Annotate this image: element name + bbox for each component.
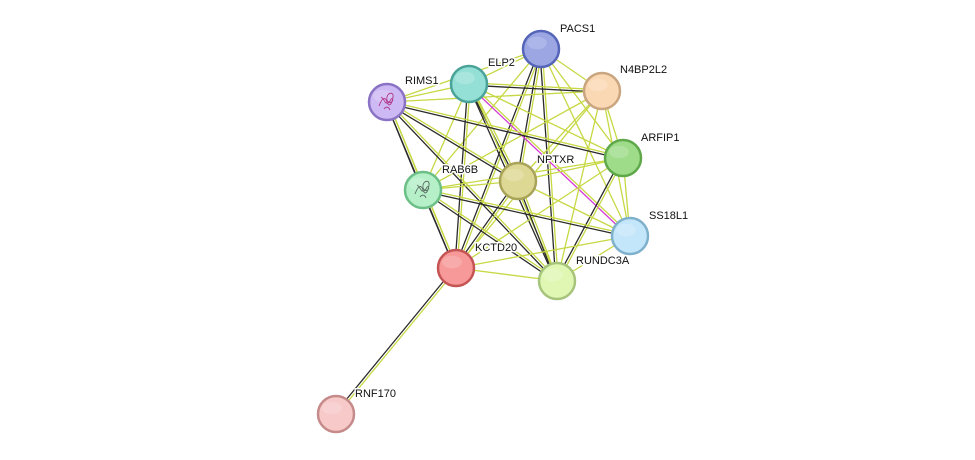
edge-line-textmining (557, 157, 625, 283)
edge-line-textmining (387, 100, 559, 281)
edge-ss18l1-kctd20[interactable] (455, 235, 631, 269)
node-label: ELP2 (488, 57, 515, 69)
edge-line-textmining (469, 82, 632, 236)
node-circle[interactable] (582, 71, 622, 111)
edge-rab6b-ss18l1[interactable] (422, 188, 631, 238)
protein-structure-icon (414, 180, 430, 199)
edge-nptxr-ss18l1[interactable] (517, 180, 631, 237)
node-label: SS18L1 (649, 210, 688, 222)
edge-line-textmining (456, 83, 471, 269)
edge-n4bp2l2-nptxr[interactable] (517, 90, 603, 182)
edge-kctd20-rnf170[interactable] (334, 266, 458, 416)
edge-pacs1-nptxr[interactable] (516, 48, 543, 182)
edge-line-coexpression (385, 102, 557, 283)
node-label: RIMS1 (405, 75, 439, 87)
edge-arfip1-kctd20[interactable] (455, 157, 624, 269)
edge-line-textmining (422, 83, 470, 191)
edge-elp2-rab6b[interactable] (422, 83, 470, 191)
edge-n4bp2l2-rims1[interactable] (386, 90, 603, 103)
edge-line-coexpression (516, 48, 541, 182)
edge-line-textmining (517, 90, 603, 182)
node-rundc3a[interactable]: RUNDC3A (537, 254, 631, 301)
edge-line-textmining (386, 100, 520, 181)
edge-line-textmining (455, 157, 624, 269)
edge-line-experiments (467, 84, 630, 238)
edge-line-coexpression (454, 47, 541, 269)
edge-line-textmining (455, 235, 631, 269)
edge-line-textmining (517, 180, 631, 237)
node-label: RAB6B (442, 164, 478, 176)
node-label: ARFIP1 (641, 132, 680, 144)
edge-line-textmining (386, 100, 624, 158)
node-rnf170[interactable]: RNF170 (316, 387, 397, 434)
edge-line-coexpression (539, 48, 557, 282)
edge-pacs1-rundc3a[interactable] (539, 48, 559, 282)
node-circle[interactable] (521, 29, 561, 69)
edge-line-textmining (336, 268, 458, 416)
node-circle[interactable] (498, 161, 538, 201)
edge-rims1-arfip1[interactable] (386, 100, 624, 160)
edge-line-coexpression (334, 266, 456, 414)
edge-line-coexpression (555, 156, 623, 282)
edge-line-textmining (423, 188, 559, 281)
node-ss18l1[interactable]: SS18L1 (610, 209, 690, 256)
edge-elp2-kctd20[interactable] (454, 83, 471, 269)
edge-line-textmining (468, 82, 603, 91)
edge-line-coexpression (386, 102, 624, 160)
edge-line-coexpression (421, 190, 557, 283)
edge-pacs1-rab6b[interactable] (422, 48, 542, 191)
node-circle[interactable] (610, 216, 650, 256)
node-label: PACS1 (560, 23, 595, 35)
node-elp2[interactable]: ELP2 (449, 56, 516, 104)
edge-line-textmining (386, 90, 603, 103)
node-label: KCTD20 (475, 242, 517, 254)
edge-pacs1-arfip1[interactable] (540, 48, 624, 159)
node-arfip1[interactable]: ARFIP1 (603, 131, 681, 178)
node-circle[interactable] (316, 394, 356, 434)
node-label: N4BP2L2 (620, 64, 667, 76)
edge-line-textmining (541, 48, 559, 282)
edge-line-coexpression (454, 83, 469, 269)
edge-line-textmining (540, 48, 631, 237)
edge-rab6b-rundc3a[interactable] (421, 188, 559, 283)
node-circle[interactable] (537, 261, 577, 301)
node-label: RUNDC3A (576, 255, 630, 267)
edge-line-textmining (540, 48, 624, 159)
node-n4bp2l2[interactable]: N4BP2L2 (582, 63, 669, 111)
edge-elp2-ss18l1[interactable] (467, 82, 632, 238)
node-label: RNF170 (355, 388, 396, 400)
node-pacs1[interactable]: PACS1 (521, 22, 597, 69)
edge-rims1-rundc3a[interactable] (385, 100, 559, 283)
node-circle[interactable] (603, 138, 643, 178)
edge-line-coexpression (385, 102, 519, 183)
protein-structure-icon (378, 92, 394, 111)
edge-line-textmining (422, 48, 542, 191)
edge-arfip1-rundc3a[interactable] (555, 156, 625, 283)
edge-pacs1-ss18l1[interactable] (540, 48, 631, 237)
edge-line-coexpression (468, 84, 603, 93)
edge-line-textmining (422, 188, 631, 236)
edge-line-textmining (518, 48, 543, 182)
edge-line-coexpression (422, 190, 631, 238)
node-label: NPTXR (537, 154, 574, 166)
edge-elp2-n4bp2l2[interactable] (468, 82, 603, 93)
node-circle[interactable] (449, 64, 489, 104)
edge-rims1-nptxr[interactable] (385, 100, 520, 183)
node-circle[interactable] (436, 248, 476, 288)
